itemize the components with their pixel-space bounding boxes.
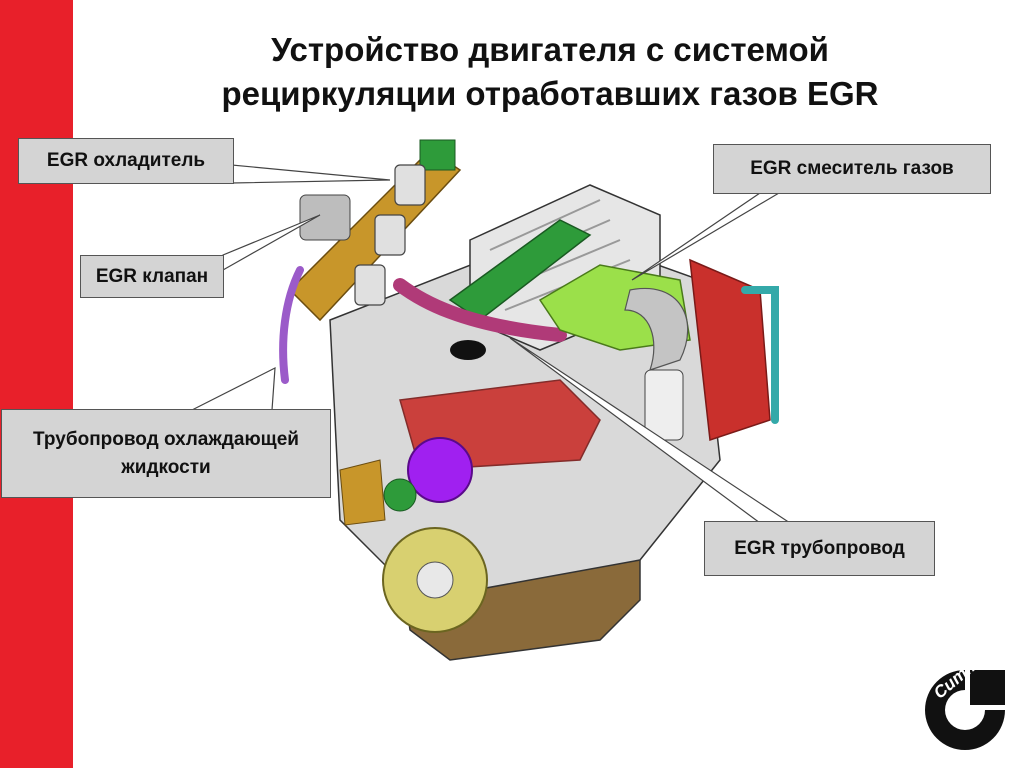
egr-pipe — [393, 278, 567, 342]
page-title: Устройство двигателя с системой рециркул… — [140, 28, 960, 116]
callout-egr-pipe: EGR трубопровод — [704, 521, 935, 576]
coolant-pipe — [279, 266, 304, 384]
side-accent-bar — [0, 0, 73, 768]
callout-coolant-pipe-line-2: жидкости — [121, 456, 211, 478]
cummins-logo-mark — [925, 670, 1005, 750]
title-line-1: Устройство двигателя с системой — [271, 31, 829, 68]
callout-egr-valve-label: EGR клапан — [95, 265, 209, 287]
intake-pipe — [624, 287, 689, 371]
water-pump-pulley — [407, 437, 473, 503]
crank-damper-hub — [416, 561, 454, 599]
oil-filter — [644, 369, 684, 441]
thermostat-housing — [339, 459, 386, 526]
callout-egr-mixer-label: EGR смеситель газов — [750, 158, 954, 179]
egr-valve — [299, 194, 351, 241]
title-line-2: рециркуляции отработавших газов EGR — [221, 75, 879, 112]
egr-cooler-flange — [419, 139, 456, 171]
callout-egr-cooler: EGR охладитель — [18, 138, 234, 184]
callout-egr-cooler-label: EGR охладитель — [46, 150, 206, 171]
callout-coolant-pipe-line-1: Трубопровод охлаждающей — [33, 428, 299, 450]
oil-filler-cap — [450, 340, 486, 360]
red-side-cover — [689, 258, 771, 442]
callout-egr-valve: EGR клапан — [80, 255, 224, 298]
callout-egr-mixer: EGR смеситель газов — [713, 144, 991, 194]
callout-egr-pipe-label: EGR трубопровод — [734, 537, 905, 559]
cummins-logo — [925, 670, 1005, 750]
callout-coolant-pipe: Трубопровод охлаждающей жидкости — [1, 409, 331, 498]
exhaust-flanges — [354, 164, 426, 306]
teal-coolant-pipe — [741, 286, 779, 424]
fan-hub — [383, 478, 417, 512]
leader-lines — [191, 164, 792, 524]
